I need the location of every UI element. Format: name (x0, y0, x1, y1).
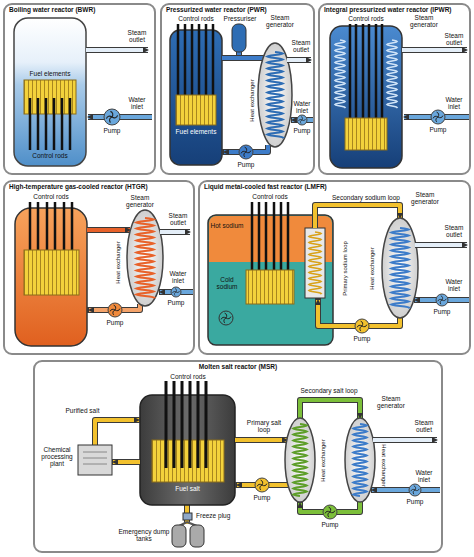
reactor-panel: High-temperature gas-cooled reactor (HTG… (3, 180, 195, 355)
part-label: Steam generator (404, 191, 446, 205)
part-label: Pump (403, 498, 427, 505)
part-label: Cold sodium (210, 276, 244, 290)
part-label: Pressuriser (222, 15, 258, 22)
part-label: Pump (430, 308, 454, 315)
part-label: Emergency dump tanks (118, 528, 170, 542)
part-label: Primary salt loop (242, 419, 286, 433)
part-label: Fuel elements (170, 128, 222, 135)
part-label: Steam generator (370, 395, 412, 409)
part-label: Water inlet (289, 100, 315, 114)
part-label: Water inlet (440, 96, 468, 110)
part-label: Heat exchanger (249, 70, 256, 130)
part-label: Steam outlet (164, 212, 192, 226)
msr-drawing (78, 381, 440, 547)
part-label: Steam outlet (440, 32, 468, 46)
part-label: Control rods (336, 15, 396, 22)
part-label: Control rods (20, 152, 80, 159)
part-label: Pump (290, 127, 314, 134)
reactor-panel: Pressurized water reactor (PWR) (160, 3, 315, 175)
panel-title: Boiling water reactor (BWR) (5, 5, 154, 15)
part-label: Pump (164, 299, 188, 306)
part-label: Pump (103, 319, 127, 326)
part-label: Steam generator (406, 14, 442, 28)
part-label: Secondary salt loop (296, 387, 362, 394)
panel-title: Liquid metal-cooled fast reactor (LMFR) (200, 182, 469, 192)
part-label: Heat exchanger (320, 432, 327, 488)
part-label: Steam outlet (122, 29, 152, 43)
part-label: Purified salt (55, 407, 110, 414)
part-label: Control rods (240, 193, 300, 200)
part-label: Pump (250, 494, 274, 501)
part-label: Control rods (166, 15, 226, 22)
panel-title: Molten salt reactor (MSR) (35, 362, 441, 372)
htgr-drawing (15, 202, 193, 346)
part-label: Steam outlet (288, 39, 314, 53)
part-label: Hot sodium (210, 222, 244, 229)
part-label: Control rods (158, 373, 218, 380)
part-label: Heat exchanger (369, 238, 376, 298)
part-label: Pump (350, 335, 374, 342)
part-label: Water inlet (440, 278, 468, 292)
part-label: Control rods (21, 193, 81, 200)
panel-title: Integral pressurized water reactor (IPWR… (320, 5, 469, 15)
part-label: Pump (234, 161, 258, 168)
reactor-panel: Liquid metal-cooled fast reactor (LMFR) (198, 180, 471, 355)
part-label: Water inlet (164, 270, 192, 284)
part-label: Steam outlet (410, 419, 438, 433)
part-label: Pump (318, 521, 342, 528)
part-label: Water inlet (122, 96, 152, 110)
lmfr-drawing (208, 202, 470, 345)
panel-title: High-temperature gas-cooled reactor (HTG… (5, 182, 193, 192)
reactor-panel: Boiling water reactor (BWR) (3, 3, 156, 175)
part-label: Freeze plug (196, 512, 240, 519)
reactor-panel: Integral pressurized water reactor (IPWR… (318, 3, 471, 175)
pwr-drawing (170, 24, 313, 165)
part-label: Steam generator (118, 194, 162, 208)
part-label: Steam outlet (440, 224, 468, 238)
bwr-drawing (14, 18, 152, 166)
part-label: Pump (426, 126, 450, 133)
part-label: Primary sodium loop (342, 228, 349, 308)
panel-title: Pressurized water reactor (PWR) (162, 5, 313, 15)
ipwr-drawing (330, 24, 470, 168)
part-label: Steam generator (259, 14, 301, 28)
part-label: Heat exchanger (115, 232, 122, 292)
part-label: Fuel salt (150, 485, 225, 492)
part-label: Fuel elements (22, 70, 78, 77)
part-label: Secondary sodium loop (328, 194, 404, 201)
part-label: Pump (100, 127, 124, 134)
part-label: Heat exchanger (380, 440, 387, 490)
part-label: Chemical processing plant (38, 446, 76, 467)
part-label: Water inlet (410, 469, 438, 483)
